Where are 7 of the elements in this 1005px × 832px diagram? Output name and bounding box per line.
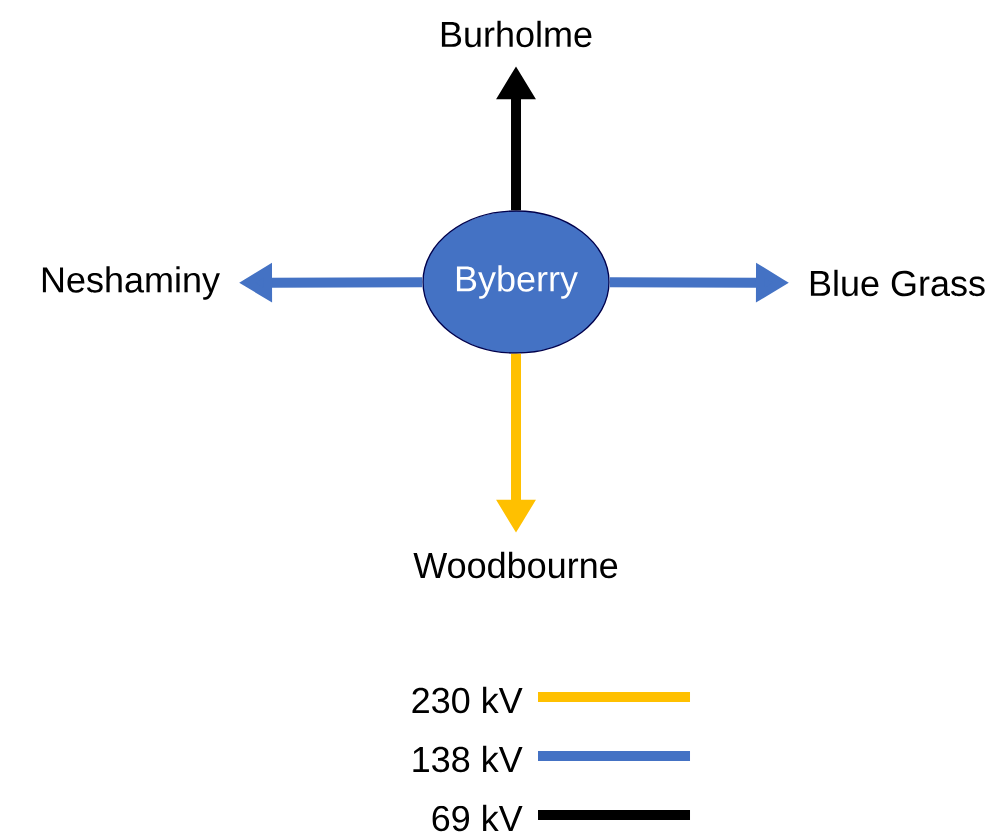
legend-label: 69 kV	[432, 804, 523, 832]
station-label: Blue Grass	[810, 269, 985, 297]
station-label: Burholme	[441, 20, 592, 48]
station-label: Woodbourne	[413, 551, 618, 579]
legend-label: 138 kV	[413, 745, 523, 773]
legend-label: 230 kV	[412, 686, 523, 714]
station-label: Neshaminy	[42, 266, 220, 300]
